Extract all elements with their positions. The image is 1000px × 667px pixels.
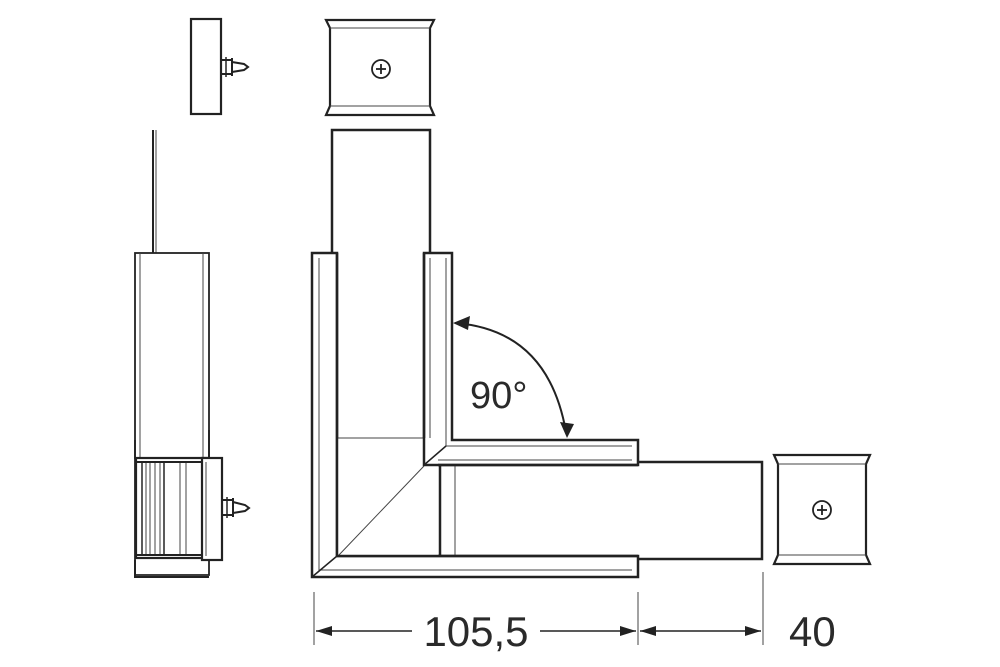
dimension-width-end: 40 <box>789 608 836 655</box>
angle-label: 90° <box>470 375 527 417</box>
screw-icon <box>812 500 832 520</box>
end-cap-top <box>324 18 436 117</box>
end-cap-side-view <box>189 17 250 116</box>
dimension-width-main: 105,5 <box>423 608 528 655</box>
dimension-lines <box>313 572 764 645</box>
side-profile <box>134 130 251 578</box>
angle-indicator: 90° <box>453 316 574 438</box>
end-cap-right <box>772 453 872 566</box>
corner-connector <box>310 128 764 579</box>
screw-icon <box>371 59 391 79</box>
